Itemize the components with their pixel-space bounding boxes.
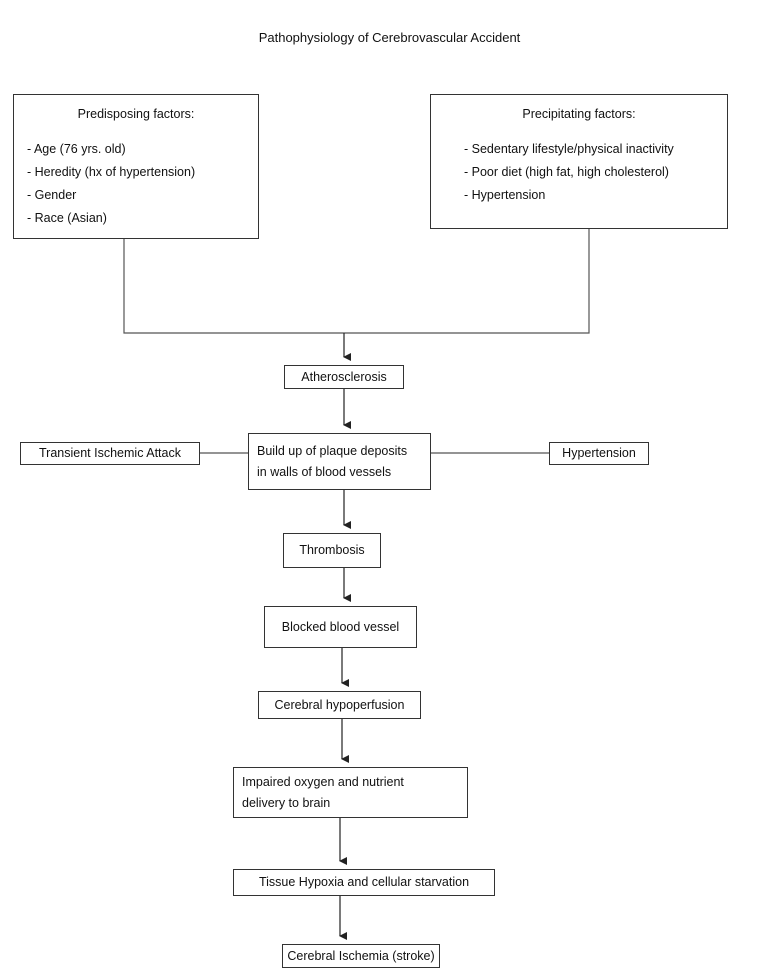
list-item: - Hypertension [464,188,546,202]
predisposing-factors-box: Predisposing factors: - Age (76 yrs. old… [13,94,259,239]
hypertension-node: Hypertension [549,442,649,465]
list-item: - Heredity (hx of hypertension) [27,165,196,179]
precipitating-factors-box: Precipitating factors: - Sedentary lifes… [430,94,728,229]
plaque-line-2: in walls of blood vessels [257,464,392,479]
list-item: - Poor diet (high fat, high cholesterol) [464,165,669,179]
impaired-line-2: delivery to brain [242,795,331,810]
list-item: - Gender [27,188,77,202]
diagram-title: Pathophysiology of Cerebrovascular Accid… [258,30,521,45]
hypoperfusion-node: Cerebral hypoperfusion [258,691,421,719]
thrombosis-node: Thrombosis [283,533,381,568]
predisposing-header: Predisposing factors: [77,107,195,121]
tia-node: Transient Ischemic Attack [20,442,200,465]
precipitating-connector [344,229,590,334]
list-item: - Sedentary lifestyle/physical inactivit… [464,142,674,156]
predisposing-connector [123,239,344,334]
predisposing-list: - Age (76 yrs. old) - Heredity (hx of hy… [14,138,258,230]
atherosclerosis-node: Atherosclerosis [284,365,404,389]
tissue-hypoxia-node: Tissue Hypoxia and cellular starvation [233,869,495,896]
plaque-node: Build up of plaque deposits in walls of … [248,433,431,490]
impaired-delivery-node: Impaired oxygen and nutrient delivery to… [233,767,468,818]
cerebral-ischemia-node: Cerebral Ischemia (stroke) [282,944,440,968]
blocked-vessel-node: Blocked blood vessel [264,606,417,648]
impaired-line-1: Impaired oxygen and nutrient [242,774,404,789]
precipitating-list: - Sedentary lifestyle/physical inactivit… [431,138,727,207]
precipitating-header: Precipitating factors: [522,107,636,121]
list-item: - Race (Asian) [27,211,107,225]
plaque-line-1: Build up of plaque deposits [257,443,408,458]
list-item: - Age (76 yrs. old) [27,142,126,156]
